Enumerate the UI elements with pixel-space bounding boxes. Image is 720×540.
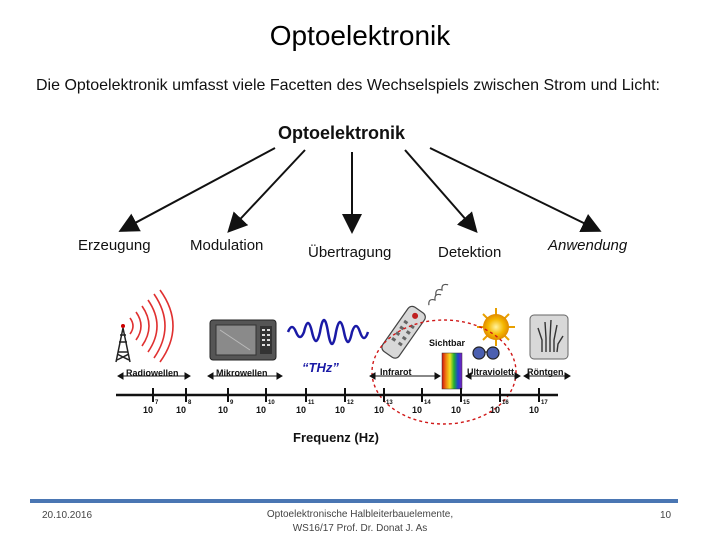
tick-label-exponent: 16 [502, 400, 509, 406]
tick-label-exponent: 17 [541, 400, 548, 406]
tick-label-base: 10 [335, 405, 346, 415]
category-modulation: Modulation [190, 237, 264, 254]
axis-title: Frequenz (Hz) [293, 430, 379, 445]
tick-label-exponent: 11 [308, 400, 315, 406]
band-xray-label: Röntgen [527, 367, 564, 377]
category-detektion: Detektion [438, 244, 502, 261]
tick-label-base: 10 [490, 405, 501, 415]
band-infrared-label: Infrarot [380, 367, 412, 377]
tick-label-exponent: 9 [230, 400, 234, 406]
frequency-axis [116, 372, 571, 402]
footer-course: Optoelektronische Halbleiterbauelemente,… [230, 508, 490, 536]
remote-control-icon [381, 283, 449, 359]
footer-course-line2: WS16/17 Prof. Dr. Donat J. As [292, 523, 428, 534]
diagram-main-label: Optoelektronik [278, 123, 406, 143]
intro-text: Die Optoelektronik umfasst viele Facette… [36, 77, 660, 94]
tick-label-base: 10 [296, 405, 307, 415]
diagram-graphics [115, 147, 602, 425]
slide-title: Optoelektronik [269, 20, 451, 51]
footer-course-line1: Optoelektronische Halbleiterbauelemente, [266, 509, 454, 520]
tick-label-exponent: 13 [386, 400, 393, 406]
band-visible-label: Sichtbar [429, 338, 466, 348]
footer-divider [30, 499, 678, 503]
tick-label-exponent: 14 [424, 400, 431, 406]
radio-tower-icon [115, 289, 174, 363]
arrow-anwendung [429, 147, 602, 232]
arrow-detektion [404, 149, 478, 234]
arrow-modulation [227, 149, 306, 233]
tick-label-exponent: 7 [155, 400, 159, 406]
thz-wave-icon [286, 318, 370, 346]
tick-label-base: 10 [529, 405, 540, 415]
tick-label-exponent: 8 [188, 400, 192, 406]
tick-label-base: 10 [412, 405, 423, 415]
footer-page-number: 10 [660, 510, 672, 521]
band-thz-label: “THz” [302, 360, 339, 375]
highlight-circle [371, 319, 517, 425]
tick-label-base: 10 [176, 405, 187, 415]
tick-label-base: 10 [256, 405, 267, 415]
band-radio-label: Radiowellen [126, 368, 179, 378]
band-micro-label: Mikrowellen [216, 368, 268, 378]
band-uv-label: Ultraviolett [467, 367, 515, 377]
xray-hand-icon [529, 314, 569, 360]
tick-label-base: 10 [374, 405, 385, 415]
sun-icon [477, 308, 515, 346]
tick-label-exponent: 15 [463, 400, 470, 406]
tick-label-base: 10 [451, 405, 462, 415]
arrow-erzeugung [118, 147, 276, 232]
category-anwendung: Anwendung [548, 237, 628, 254]
tick-label-exponent: 10 [268, 400, 275, 406]
sunglasses-icon [472, 346, 500, 360]
optoelectronics-figure: Die Optoelektronik umfasst viele Facette… [30, 70, 690, 460]
visible-spectrum-bar [441, 352, 463, 390]
microwave-icon [209, 319, 277, 361]
tick-label-base: 10 [218, 405, 229, 415]
category-erzeugung: Erzeugung [78, 237, 151, 254]
arrows [118, 147, 602, 234]
tick-label-exponent: 12 [347, 400, 354, 406]
category-uebertragung: Übertragung [308, 244, 392, 261]
footer-date: 20.10.2016 [42, 510, 93, 521]
tick-label-base: 10 [143, 405, 154, 415]
